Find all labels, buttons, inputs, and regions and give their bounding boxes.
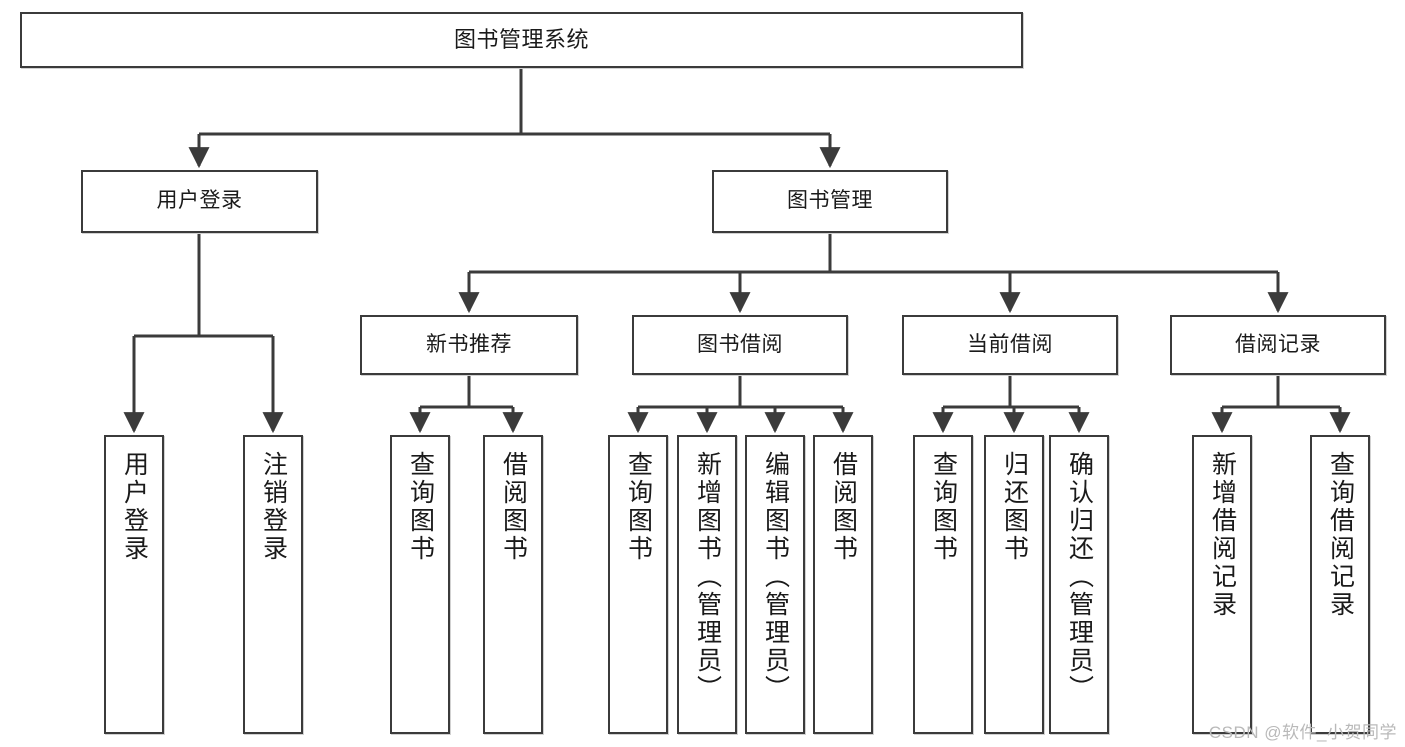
node-leaf-query-book-2-label: 查询图书 xyxy=(624,451,653,563)
node-leaf-query-record[interactable]: 查询借阅记录 xyxy=(1310,435,1370,734)
node-leaf-query-record-label: 查询借阅记录 xyxy=(1326,451,1355,619)
node-leaf-user-login-label: 用户登录 xyxy=(120,451,149,563)
node-user-login-label: 用户登录 xyxy=(156,189,243,213)
node-leaf-return-book-label: 归还图书 xyxy=(1000,451,1029,563)
node-current-borrow[interactable]: 当前借阅 xyxy=(902,315,1118,375)
node-root-label: 图书管理系统 xyxy=(453,27,589,53)
node-leaf-query-book-1[interactable]: 查询图书 xyxy=(390,435,450,734)
node-book-borrow-label: 图书借阅 xyxy=(697,332,783,356)
node-leaf-query-book-1-label: 查询图书 xyxy=(406,451,435,563)
node-book-manage[interactable]: 图书管理 xyxy=(712,170,948,233)
node-leaf-logout-login-label: 注销登录 xyxy=(259,451,288,563)
node-root[interactable]: 图书管理系统 xyxy=(20,12,1023,68)
node-borrow-record-label: 借阅记录 xyxy=(1235,332,1321,356)
node-leaf-borrow-book-2[interactable]: 借阅图书 xyxy=(813,435,873,734)
node-leaf-logout-login[interactable]: 注销登录 xyxy=(243,435,303,734)
node-leaf-add-record[interactable]: 新增借阅记录 xyxy=(1192,435,1252,734)
node-current-borrow-label: 当前借阅 xyxy=(967,332,1053,356)
node-leaf-add-book[interactable]: 新增图书（管理员） xyxy=(677,435,737,734)
node-book-manage-label: 图书管理 xyxy=(787,189,873,213)
node-leaf-edit-book-label: 编辑图书（管理员） xyxy=(761,451,790,703)
node-leaf-user-login[interactable]: 用户登录 xyxy=(104,435,164,734)
node-leaf-add-book-label: 新增图书（管理员） xyxy=(693,451,722,703)
node-leaf-borrow-book-2-label: 借阅图书 xyxy=(829,451,858,563)
node-new-book-recommend-label: 新书推荐 xyxy=(426,332,512,356)
node-leaf-borrow-book-1-label: 借阅图书 xyxy=(499,451,528,563)
node-new-book-recommend[interactable]: 新书推荐 xyxy=(360,315,578,375)
node-leaf-borrow-book-1[interactable]: 借阅图书 xyxy=(483,435,543,734)
node-leaf-confirm-return[interactable]: 确认归还（管理员） xyxy=(1049,435,1109,734)
node-leaf-return-book[interactable]: 归还图书 xyxy=(984,435,1044,734)
node-leaf-query-book-3[interactable]: 查询图书 xyxy=(913,435,973,734)
node-leaf-query-book-3-label: 查询图书 xyxy=(929,451,958,563)
node-book-borrow[interactable]: 图书借阅 xyxy=(632,315,848,375)
node-borrow-record[interactable]: 借阅记录 xyxy=(1170,315,1386,375)
node-leaf-confirm-return-label: 确认归还（管理员） xyxy=(1065,451,1094,703)
node-leaf-query-book-2[interactable]: 查询图书 xyxy=(608,435,668,734)
node-leaf-edit-book[interactable]: 编辑图书（管理员） xyxy=(745,435,805,734)
node-user-login[interactable]: 用户登录 xyxy=(81,170,318,233)
node-leaf-add-record-label: 新增借阅记录 xyxy=(1208,451,1237,619)
